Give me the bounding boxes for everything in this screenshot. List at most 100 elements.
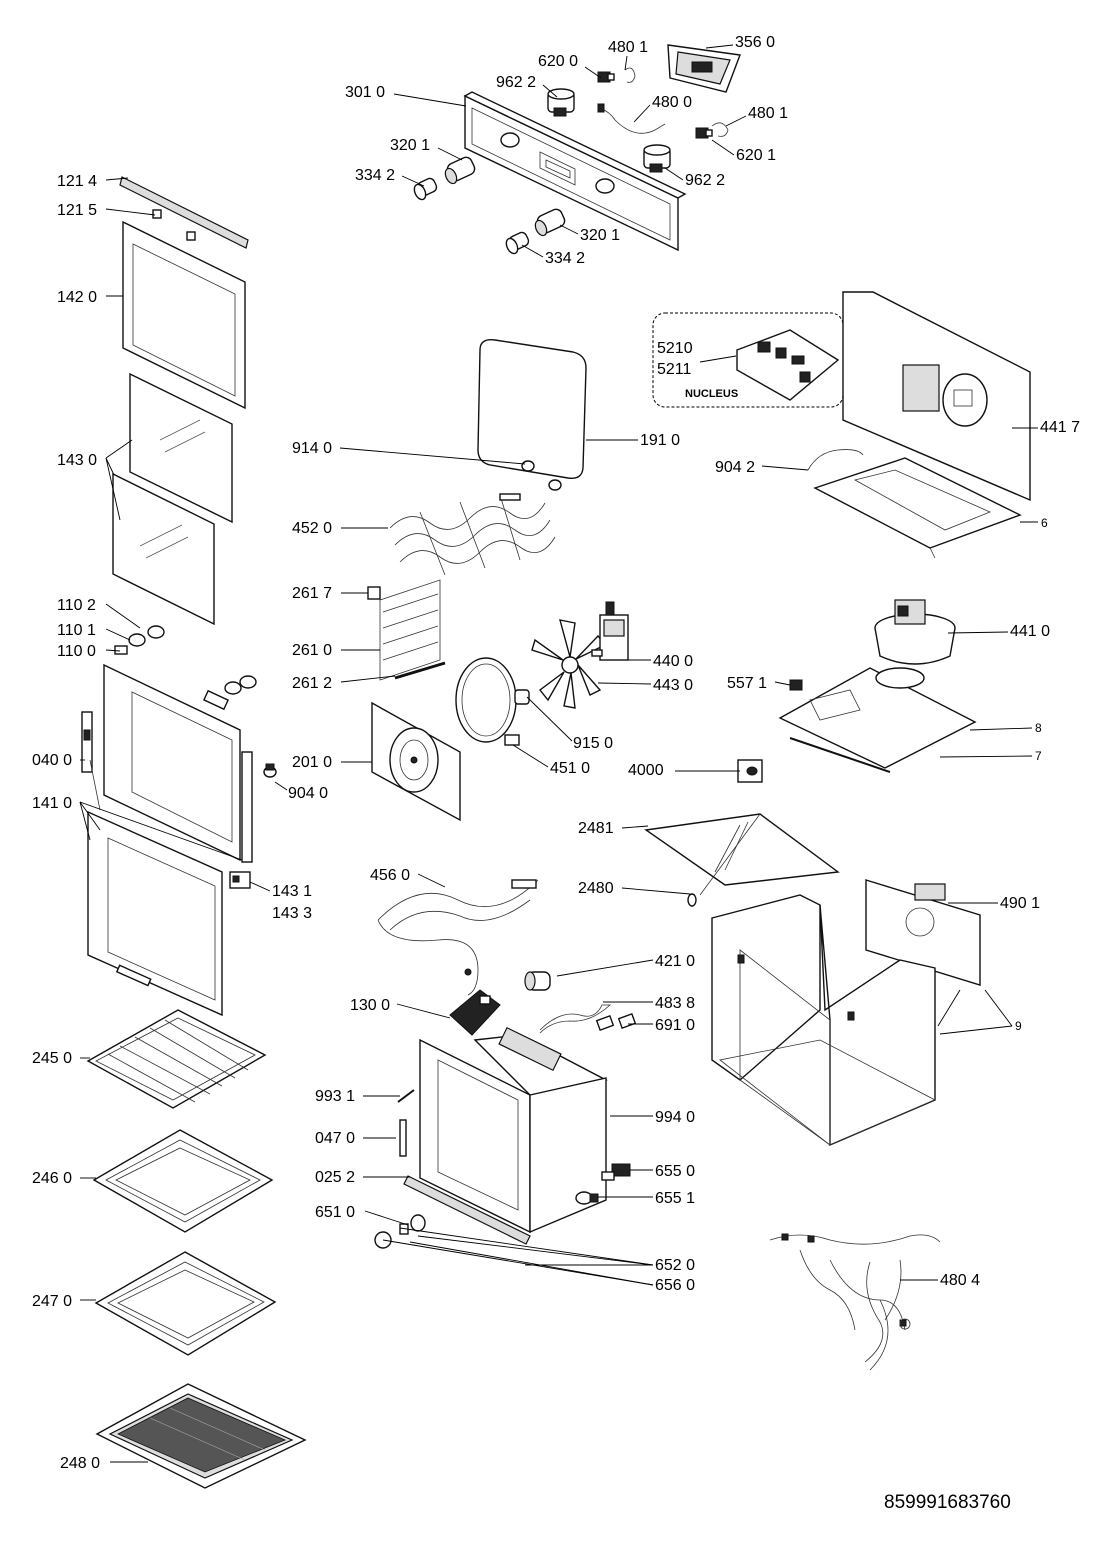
part-label: 421 0 [655, 953, 695, 970]
part-label: 047 0 [315, 1130, 355, 1147]
knob-b [505, 231, 530, 255]
part-label: 301 0 [345, 84, 385, 101]
part-label: 7 [1035, 749, 1042, 763]
outer-carcass-9 [711, 894, 936, 1147]
part-label: 2480 [578, 880, 614, 897]
part-label: 110 1 [57, 622, 96, 639]
door-clip-a [152, 209, 162, 219]
leader-line [105, 649, 121, 652]
leader-line [437, 147, 463, 161]
part-label: 5211 [657, 361, 692, 378]
part-label: 490 1 [1000, 895, 1040, 912]
leader-line [526, 696, 573, 742]
part-label: 441 0 [1010, 623, 1050, 640]
leader-line [105, 177, 129, 181]
leader-line [512, 744, 549, 768]
knob-bushing-a [444, 156, 476, 185]
part-4000 [737, 759, 763, 783]
wire-rack-2450 [86, 1009, 267, 1109]
part-label: 261 0 [292, 642, 332, 659]
ring-element-4510 [455, 657, 520, 746]
leader-line [396, 1003, 451, 1019]
outer-door-1410 [87, 759, 223, 1017]
part-label: 248 0 [60, 1455, 100, 1472]
leader-line [393, 93, 467, 107]
side-panel-4901 [865, 879, 981, 986]
part-label: 443 0 [653, 677, 693, 694]
leader-line [947, 631, 1009, 634]
leader-line [939, 1025, 1013, 1035]
washer-1102 [147, 625, 165, 639]
part-4210 [524, 971, 551, 991]
encoder-962-b [643, 144, 671, 173]
leader-line [105, 628, 131, 641]
leader-line [699, 355, 737, 363]
part-label: 480 1 [608, 39, 648, 56]
part-label: 557 1 [727, 675, 767, 692]
part-label: 652 0 [655, 1257, 695, 1274]
lamp-6551 [575, 1191, 599, 1205]
rotisserie-frame-2481 [644, 813, 840, 907]
door-top-trim [119, 176, 249, 249]
leader-line [417, 873, 446, 888]
part-label: 915 0 [573, 735, 613, 752]
part-label: 5210 [657, 340, 693, 357]
leader-line [664, 167, 684, 181]
fan-housing-4410 [874, 599, 956, 665]
leader-lines [79, 44, 1038, 1463]
part-label: 656 0 [655, 1277, 695, 1294]
part-904-0 [263, 763, 277, 778]
nucleus-caption: NUCLEUS [685, 388, 738, 400]
leader-line [542, 84, 558, 98]
tray-2470 [94, 1251, 277, 1356]
part-label: 110 2 [57, 597, 96, 614]
leader-line [105, 439, 133, 459]
part-label: 143 1 [272, 883, 312, 900]
leader-line [521, 244, 544, 258]
part-label: 993 1 [315, 1088, 355, 1105]
leader-line [105, 603, 141, 629]
part-label: 9 [1015, 1019, 1022, 1033]
leader-line [969, 727, 1033, 731]
part-label: 143 0 [57, 452, 97, 469]
leader-line [725, 115, 747, 127]
part-label: 110 0 [57, 643, 96, 660]
door-inner-glass-2 [112, 472, 215, 626]
part-5571 [789, 679, 803, 691]
knob-a [413, 177, 438, 201]
part-label: 261 2 [292, 675, 332, 692]
part-label: 451 0 [550, 760, 590, 777]
leader-line [340, 675, 396, 683]
part-label: 620 1 [736, 147, 776, 164]
part-label: 480 4 [940, 1272, 980, 1289]
part-1431 [229, 871, 251, 889]
part-label: 620 0 [538, 53, 578, 70]
part-label: 247 0 [32, 1293, 72, 1310]
part-label: 691 0 [655, 1017, 695, 1034]
knob-bushing-b [534, 208, 566, 237]
leader-line [274, 781, 288, 791]
cable-4838 [539, 1004, 612, 1034]
part-label: 962 2 [685, 172, 725, 189]
control-panel-group [413, 44, 741, 255]
part-label: 441 7 [1040, 419, 1080, 436]
part-label: 452 0 [292, 520, 332, 537]
fan-blade-4430 [531, 619, 607, 709]
part-label: 904 0 [288, 785, 328, 802]
plate-7-edge [789, 737, 891, 773]
part-0470 [399, 1119, 407, 1157]
grill-tray-2480 [95, 1383, 307, 1489]
part-label: 142 0 [57, 289, 97, 306]
part-label: 121 4 [57, 173, 97, 190]
wire-480-0 [599, 107, 666, 134]
leader-line [761, 465, 809, 471]
side-rails-2610 [367, 579, 446, 681]
part-label: 456 0 [370, 867, 410, 884]
part-label: 962 2 [496, 74, 536, 91]
part-label: 121 5 [57, 202, 97, 219]
part-label: 191 0 [640, 432, 680, 449]
leader-line [621, 887, 691, 895]
switch-620-b [695, 122, 729, 139]
part-label: 334 2 [545, 250, 585, 267]
